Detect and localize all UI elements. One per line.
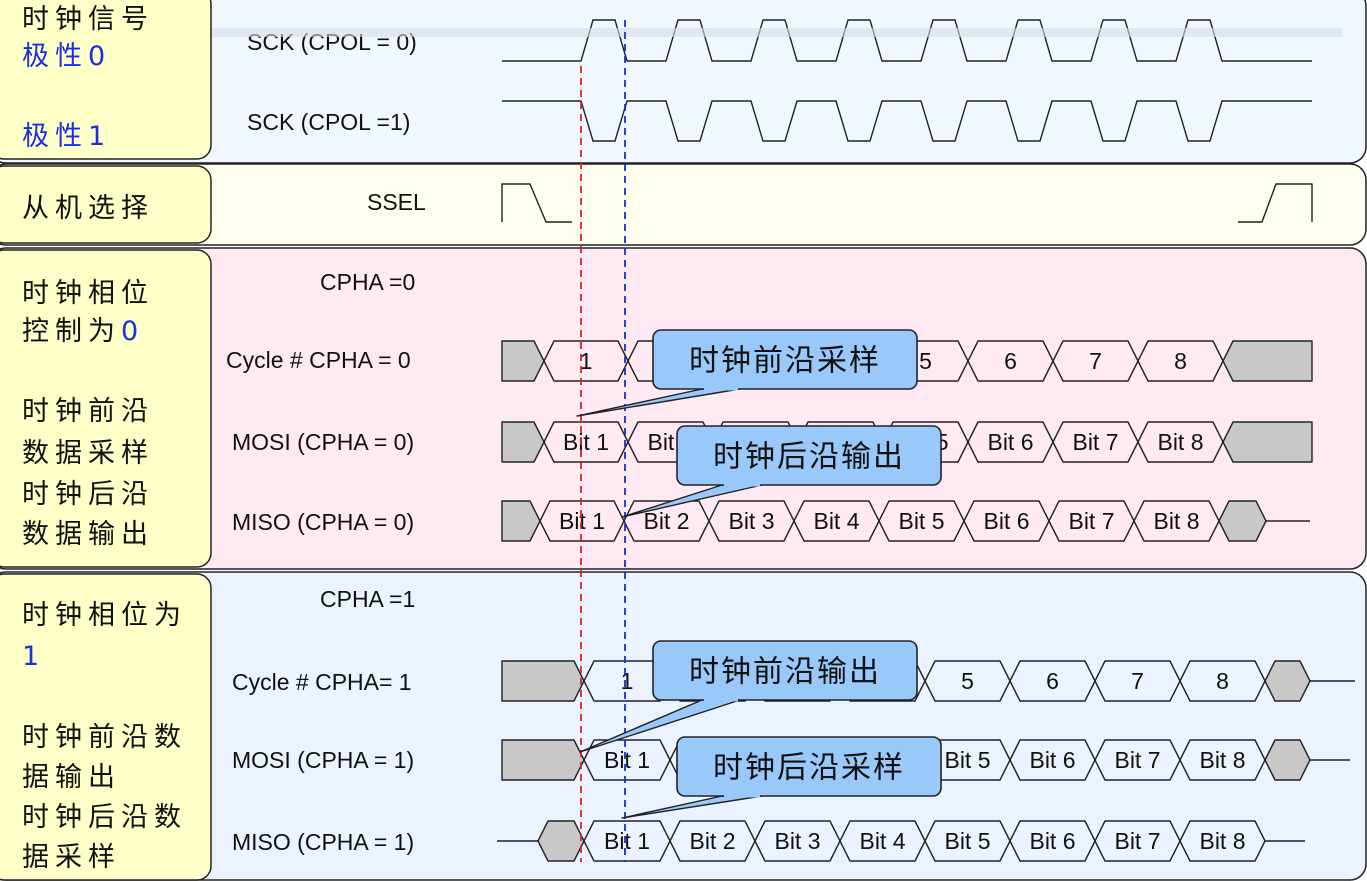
- mosi-cpha1-label-7: Bit 7: [1114, 747, 1160, 773]
- side-label-cpha1-5: 据采样: [22, 842, 121, 873]
- mosi-cpha1-label-1: Bit 1: [604, 747, 650, 773]
- miso-cpha0-label-4: Bit 4: [813, 508, 859, 534]
- cycle-cpha0-idle-left: [501, 340, 545, 382]
- cycle-cpha1-label-8: 8: [1216, 668, 1229, 694]
- miso-cpha1-label-4: Bit 4: [859, 828, 905, 854]
- panel-slave-select: [0, 163, 1367, 246]
- cycle-cpha1-label-1: 1: [621, 668, 634, 694]
- cycle-cpha0-label-8: 8: [1174, 348, 1187, 374]
- miso-cpha1-label-8: Bit 8: [1199, 828, 1245, 854]
- cycle-cpha1-label-6: 6: [1046, 668, 1059, 694]
- callout-cpha0-output-text: 时钟后沿输出: [713, 440, 905, 475]
- miso-cpha1-label-3: Bit 3: [774, 828, 820, 854]
- side-box-cpha0: [0, 249, 212, 568]
- signal-name-clock-polarity-1: SCK (CPOL =1): [247, 109, 410, 135]
- miso-cpha1-label-1: Bit 1: [604, 828, 650, 854]
- sck-cpol0-waveform: [502, 19, 1312, 62]
- miso-cpha1-label-2: Bit 2: [689, 828, 735, 854]
- signal-name-cpha1-2: MISO (CPHA = 1): [232, 829, 414, 855]
- header-cpha0: CPHA =0: [320, 269, 415, 295]
- miso-cpha0-label-3: Bit 3: [728, 508, 774, 534]
- side-label-cpha0-3: 数据采样: [22, 438, 154, 469]
- signal-name-cpha0-0: Cycle # CPHA = 0: [226, 347, 411, 373]
- callout-cpha0-sample-text: 时钟前沿采样: [689, 344, 881, 379]
- side-label-cpha0-2: 时钟前沿: [22, 396, 154, 427]
- signal-name-slave-select-0: SSEL: [367, 189, 426, 215]
- panel-cpha1: [0, 571, 1367, 881]
- callout-cpha1-sample-text: 时钟后沿采样: [713, 751, 905, 786]
- side-label-cpha0-5: 数据输出: [22, 519, 154, 550]
- callout-cpha0-output-box: [676, 425, 942, 486]
- side-label-cpha1-3: 据输出: [22, 762, 121, 793]
- side-label-clock-polarity-2: 极性1: [22, 121, 111, 152]
- cycle-cpha0-label-5: 5: [919, 348, 932, 374]
- mosi-cpha0-idle-right: [1222, 421, 1313, 463]
- signal-name-cpha1-1: MOSI (CPHA = 1): [232, 747, 414, 773]
- side-label-cpha0-4: 时钟后沿: [22, 479, 154, 510]
- signal-name-cpha0-1: MOSI (CPHA = 0): [232, 429, 414, 455]
- header-cpha1: CPHA =1: [320, 586, 415, 612]
- callout-cpha0-sample-box: [652, 329, 918, 390]
- side-label-clock-polarity-0: 时钟信号: [22, 4, 154, 35]
- miso-cpha0-label-2: Bit 2: [643, 508, 689, 534]
- cycle-cpha0-label-7: 7: [1089, 348, 1102, 374]
- signal-name-cpha1-0: Cycle # CPHA= 1: [232, 669, 412, 695]
- side-label-cpha1-4: 时钟后沿数: [22, 802, 187, 833]
- cycle-cpha1-label-5: 5: [961, 668, 974, 694]
- miso-cpha0-label-5: Bit 5: [898, 508, 944, 534]
- mosi-cpha0-label-8: Bit 8: [1157, 429, 1203, 455]
- panel-cpha0: [0, 247, 1367, 570]
- sck-cpol1-waveform: [502, 100, 1312, 142]
- miso-cpha1-label-7: Bit 7: [1114, 828, 1160, 854]
- side-label-suffix: 0: [121, 316, 144, 347]
- cycle-cpha0-label-1: 1: [580, 348, 593, 374]
- title-bar-fade: [212, 28, 1342, 37]
- side-box-clock-polarity: [0, 0, 212, 160]
- mosi-cpha0-label-6: Bit 6: [987, 429, 1033, 455]
- miso-cpha0-idle-left: [501, 500, 541, 542]
- miso-cpha0-label-8: Bit 8: [1153, 508, 1199, 534]
- cycle-cpha0-idle-right: [1222, 340, 1313, 382]
- callout-cpha1-output-text: 时钟前沿输出: [689, 655, 881, 690]
- side-box-slave-select: [0, 165, 212, 244]
- miso-cpha0-label-7: Bit 7: [1068, 508, 1114, 534]
- signal-name-cpha0-2: MISO (CPHA = 0): [232, 509, 414, 535]
- miso-cpha1-label-5: Bit 5: [944, 828, 990, 854]
- mosi-cpha1-idle-right: [1264, 739, 1311, 781]
- miso-cpha1-label-6: Bit 6: [1029, 828, 1075, 854]
- side-label-clock-polarity-1: 极性0: [22, 41, 111, 72]
- cycle-cpha0-label-6: 6: [1004, 348, 1017, 374]
- miso-cpha0-label-6: Bit 6: [983, 508, 1029, 534]
- miso-cpha0-idle-right: [1218, 500, 1267, 542]
- mosi-cpha0-label-1: Bit 1: [563, 429, 609, 455]
- cycle-cpha1-idle-right: [1264, 660, 1311, 702]
- panel-clock-polarity: [0, 0, 1367, 164]
- ssel-falling: [501, 183, 572, 223]
- mosi-cpha1-label-6: Bit 6: [1029, 747, 1075, 773]
- cycle-cpha1-label-7: 7: [1131, 668, 1144, 694]
- miso-cpha1-idle-left: [537, 820, 585, 862]
- side-label-cpha1-2: 时钟前沿数: [22, 722, 187, 753]
- cycle-cpha1-idle-left: [501, 660, 585, 702]
- side-label-cpha0-0: 时钟相位: [22, 278, 154, 309]
- mosi-cpha1-label-5: Bit 5: [944, 747, 990, 773]
- callout-cpha1-sample-box: [676, 736, 942, 797]
- mosi-cpha0-label-7: Bit 7: [1072, 429, 1118, 455]
- side-label-cpha1-1: 1: [22, 641, 45, 672]
- side-box-cpha1: [0, 573, 212, 881]
- mosi-cpha0-idle-left: [501, 421, 545, 463]
- mosi-cpha1-label-8: Bit 8: [1199, 747, 1245, 773]
- ssel-rising: [1238, 183, 1313, 223]
- miso-cpha0-label-1: Bit 1: [559, 508, 605, 534]
- side-label-cpha0-1: 控制为0: [22, 316, 144, 347]
- mosi-cpha1-idle-left: [501, 739, 585, 781]
- side-label-slave-select-0: 从机选择: [22, 193, 154, 224]
- side-label-cpha1-0: 时钟相位为: [22, 600, 187, 631]
- callout-cpha1-output-box: [652, 640, 918, 701]
